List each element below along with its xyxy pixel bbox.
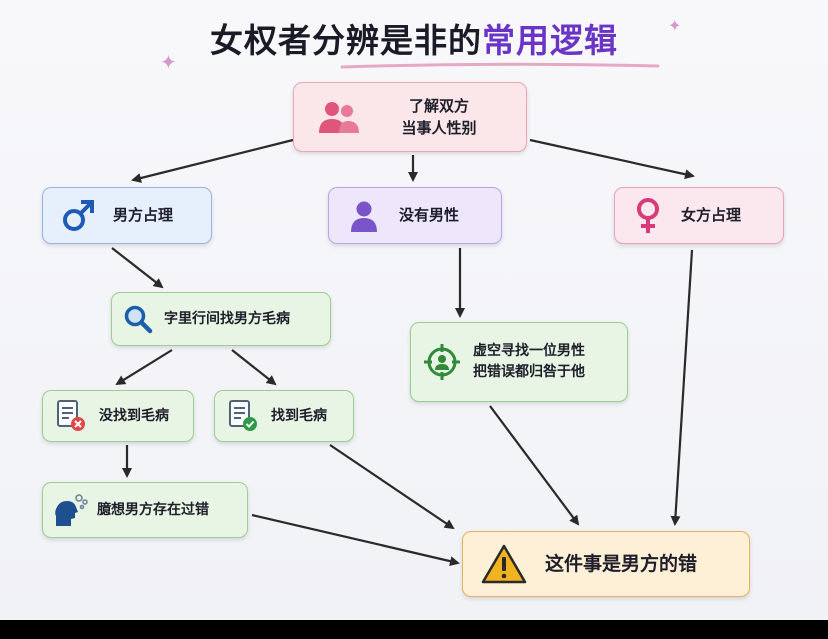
arrow-start-to-female bbox=[529, 138, 695, 180]
bottom-bar bbox=[0, 620, 828, 639]
node-conclusion: 这件事是男方的错 bbox=[462, 531, 750, 597]
node-no-fault: 没找到毛病 bbox=[42, 390, 194, 442]
thinking-head-icon bbox=[43, 492, 97, 528]
node-no-male: 没有男性 bbox=[328, 187, 502, 244]
arrow-nitpick-to-nofault bbox=[115, 349, 173, 386]
node-find-male: 虚空寻找一位男性 把错误都归咎于他 bbox=[410, 322, 628, 402]
arrow-nitpick-to-found bbox=[231, 349, 277, 386]
sparkle-left-icon: ✦ bbox=[160, 50, 177, 74]
flow-arrows bbox=[111, 138, 695, 567]
node-found-fault: 找到毛病 bbox=[214, 390, 354, 442]
imagine-label: 臆想男方存在过错 bbox=[97, 501, 209, 518]
start-line2: 当事人性别 bbox=[401, 119, 477, 137]
node-nitpick: 字里行间找男方毛病 bbox=[111, 292, 331, 346]
title-highlight: 常用逻辑 bbox=[482, 21, 618, 60]
arrow-found-to-conclusion bbox=[329, 444, 455, 530]
female-right-label: 女方占理 bbox=[681, 206, 742, 225]
users-icon bbox=[294, 100, 384, 134]
arrow-imagine-to-conclusion bbox=[251, 513, 460, 567]
no-fault-label: 没找到毛病 bbox=[99, 407, 169, 424]
magnifier-icon bbox=[112, 304, 164, 334]
arrow-female-to-conclusion bbox=[670, 249, 694, 526]
found-fault-label: 找到毛病 bbox=[271, 407, 327, 424]
node-male-right: 男方占理 bbox=[42, 187, 212, 244]
warning-icon bbox=[463, 544, 545, 584]
male-symbol-icon bbox=[43, 198, 113, 234]
target-person-icon bbox=[411, 343, 473, 381]
document-x-icon bbox=[43, 399, 99, 433]
document-check-icon bbox=[215, 399, 271, 433]
title-underline bbox=[340, 62, 660, 69]
node-start: 了解双方 当事人性别 bbox=[293, 82, 527, 152]
start-line1: 了解双方 bbox=[408, 96, 469, 115]
person-icon bbox=[329, 200, 399, 232]
diagram-canvas: 女权者分辨是非的常用逻辑 ✦ ✦ bbox=[0, 0, 828, 620]
find-male-line1: 虚空寻找一位男性 bbox=[473, 343, 585, 359]
female-symbol-icon bbox=[615, 197, 681, 235]
arrow-findmale-to-conclusion bbox=[489, 405, 580, 526]
diagram-title: 女权者分辨是非的常用逻辑 bbox=[0, 14, 828, 62]
node-imagine: 臆想男方存在过错 bbox=[42, 482, 248, 538]
nitpick-label: 字里行间找男方毛病 bbox=[164, 310, 290, 327]
conclusion-label: 这件事是男方的错 bbox=[545, 552, 698, 575]
find-male-line2: 把错误都归咎于他 bbox=[473, 364, 585, 380]
no-male-label: 没有男性 bbox=[399, 206, 460, 225]
sparkle-right-icon: ✦ bbox=[668, 16, 682, 35]
title-main: 女权者分辨是非的 bbox=[210, 21, 482, 60]
arrow-start-to-male bbox=[131, 138, 294, 183]
arrow-male-to-nitpick bbox=[111, 247, 164, 289]
male-right-label: 男方占理 bbox=[113, 206, 174, 225]
node-female-right: 女方占理 bbox=[614, 187, 784, 244]
